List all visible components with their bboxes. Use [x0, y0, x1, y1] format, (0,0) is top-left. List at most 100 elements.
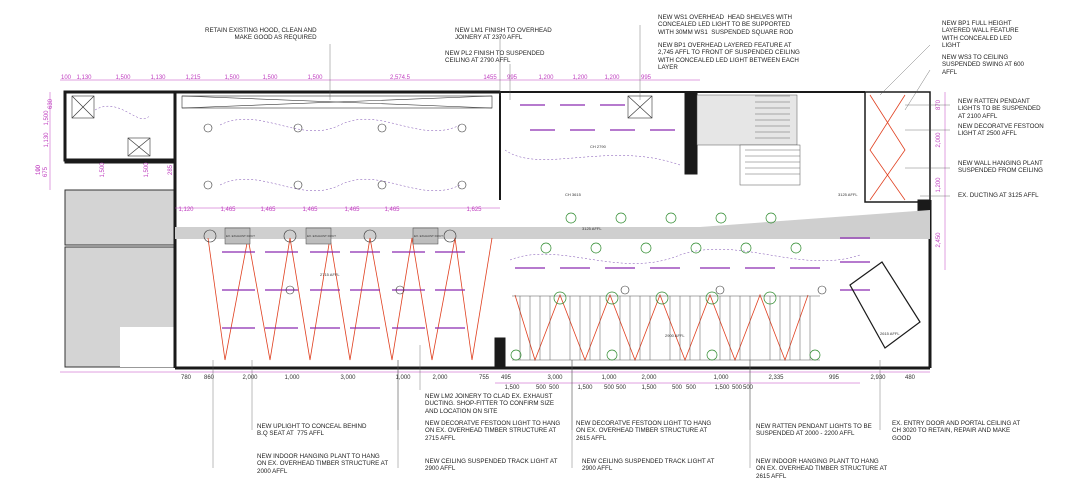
leader-lines: [212, 25, 950, 468]
stair: [696, 94, 801, 186]
hanging-plants: [203, 123, 827, 295]
dimension-label: 500: [686, 385, 697, 391]
dims-right: 870 2,000 1,200 2,450: [936, 99, 942, 247]
note-lm1: NEW LM1 FINISH TO OVERHEAD JOINERY AT 23…: [455, 27, 552, 42]
dimension-label: 1,000: [395, 375, 411, 381]
note-retain-hood: RETAIN EXISTING HOOD, CLEAN AND MAKE GOO…: [205, 27, 317, 42]
dimension-label: 2,000: [432, 375, 448, 381]
label-2900-affl: 2900 AFFL: [665, 333, 685, 338]
dimension-label: 100: [61, 75, 72, 81]
dimension-label: 1,465: [302, 207, 318, 213]
dimension-label: 1,500: [44, 110, 50, 126]
dimension-label: 500: [732, 385, 743, 391]
note-festoon: NEW DECORATVE FESTOON LIGHT AT 2500 AFFL: [958, 123, 1044, 138]
note-entry: EX. ENTRY DOOR AND PORTAL CEILING AT CH …: [892, 420, 1021, 442]
label-ch3615: CH 3615: [565, 192, 582, 197]
walls: [63, 90, 932, 370]
pendant-lights: [510, 212, 821, 361]
dimension-label: 870: [936, 99, 942, 110]
dimension-label: 2,450: [936, 232, 942, 248]
note-festoon-1: NEW DECORATVE FESTOON LIGHT TO HANG ON E…: [425, 420, 561, 442]
dimension-label: 1,500: [115, 75, 131, 81]
label-duct: EX. EXHAUST DUCT: [226, 234, 255, 238]
stair-treads: [745, 95, 800, 175]
dimension-label: 100: [36, 164, 42, 175]
dimension-label: 1,500: [144, 162, 150, 178]
dimension-label: 1455: [483, 75, 497, 81]
timber-structure: [512, 295, 820, 361]
dimension-label: 495: [501, 375, 512, 381]
dimension-label: 1,500: [262, 75, 278, 81]
dimension-label: 1,465: [220, 207, 236, 213]
note-ex-ducting: EX. DUCTING AT 3125 AFFL: [958, 192, 1039, 199]
label-2615-affl: 2615 AFFL: [880, 331, 900, 336]
dimension-label: 630: [48, 98, 54, 109]
label-2715-affl: 2715 AFFL: [320, 272, 340, 277]
dimension-label: 1,500: [224, 75, 240, 81]
note-wall-plant: NEW WALL HANGING PLANT SUSPENDED FROM CE…: [958, 160, 1043, 175]
dimension-label: 780: [181, 375, 192, 381]
dimension-label: 2,574.5: [390, 75, 411, 81]
label-ch2790: CH 2790: [590, 144, 607, 149]
dimension-label: 2,335: [768, 375, 784, 381]
dimension-label: 500: [672, 385, 683, 391]
label-3125-affl: 3125 AFFL: [582, 226, 602, 231]
dimension-label: 675: [43, 166, 49, 177]
dimension-label: 995: [829, 375, 840, 381]
dimension-label: 190: [36, 164, 42, 175]
note-lm2: NEW LM2 JOINERY TO CLAD EX. EXHAUST DUCT…: [425, 393, 555, 415]
dimension-label: 1,200: [936, 177, 942, 193]
existing-building-block: [64, 189, 176, 246]
dimension-label: 1,120: [178, 207, 194, 213]
dimension-label: 2,000: [936, 132, 942, 148]
dimension-label: 500: [616, 385, 627, 391]
entry-portal: [849, 261, 921, 349]
dimension-label: 500: [549, 385, 560, 391]
dimension-label: 1,130: [76, 75, 92, 81]
dimension-label: 2,930: [870, 375, 886, 381]
note-ratten-2: NEW RATTEN PENDANT LIGHTS TO BE SUSPENDE…: [756, 423, 872, 438]
dimension-label: 3,000: [547, 375, 563, 381]
dimension-label: 500: [536, 385, 547, 391]
track-lights: [222, 104, 870, 329]
exhaust-ducts: [224, 227, 439, 245]
dimension-label: 1,500: [641, 385, 657, 391]
dimension-label: 1,215: [185, 75, 201, 81]
dimension-label: 1,500: [100, 162, 106, 178]
dimension-label: 2,000: [641, 375, 657, 381]
note-plant-2: NEW INDOOR HANGING PLANT TO HANG ON EX. …: [756, 458, 888, 480]
label-duct: EX. EXHAUST DUCT: [307, 234, 336, 238]
dimension-label: 1,500: [714, 385, 730, 391]
note-festoon-2: NEW DECORATVE FESTOON LIGHT TO HANG ON E…: [576, 420, 712, 442]
dimension-label: 500: [743, 385, 754, 391]
dimension-label: 755: [479, 375, 490, 381]
ceiling-swing-arcs: [94, 105, 861, 264]
note-uplight: NEW UPLIGHT TO CONCEAL BEHIND B.Q SEAT A…: [257, 423, 367, 438]
dimension-label: 1,465: [384, 207, 400, 213]
dimension-label: 1,130: [150, 75, 166, 81]
dimension-label: 1,500: [307, 75, 323, 81]
dimension-label: 1,000: [601, 375, 617, 381]
note-bp1-overhead: NEW BP1 OVERHEAD LAYERED FEATURE AT 2,74…: [658, 42, 800, 72]
note-bp1-wall: NEW BP1 FULL HEIGHT LAYERED WALL FEATURE…: [942, 20, 1019, 50]
note-plant-1: NEW INDOOR HANGING PLANT TO HANG ON EX. …: [257, 453, 389, 475]
dims-top: 100 1,130 1,500 1,130 1,215 1,500 1,500 1,500 2,…: [61, 75, 652, 81]
dimension-label: 480: [905, 375, 916, 381]
note-track-1: NEW CEILING SUSPENDED TRACK LIGHT AT 290…: [425, 458, 558, 473]
dimension-label: 1,000: [713, 375, 729, 381]
dimension-label: 2,000: [242, 375, 258, 381]
note-ratten-pendant: NEW RATTEN PENDANT LIGHTS TO BE SUSPENDE…: [958, 98, 1041, 120]
existing-hood: [71, 95, 653, 157]
note-track-2: NEW CEILING SUSPENDED TRACK LIGHT AT 290…: [582, 458, 715, 473]
dimension-label: 1,625: [466, 207, 482, 213]
dimension-label: 1,465: [344, 207, 360, 213]
dimension-label: 1,200: [538, 75, 554, 81]
dimension-label: 3,000: [340, 375, 356, 381]
dimension-label: 995: [641, 75, 652, 81]
dimension-label: 285: [168, 164, 174, 175]
